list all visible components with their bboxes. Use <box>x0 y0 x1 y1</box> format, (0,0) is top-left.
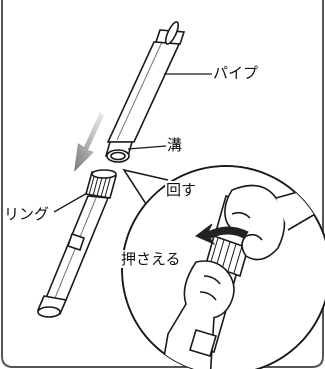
rotate-arrow-icon <box>195 223 249 246</box>
callout-pointer <box>122 168 169 205</box>
ring-label: リング <box>3 205 51 223</box>
turn-label: 回す <box>165 181 198 199</box>
direction-arrow-icon <box>74 112 104 172</box>
upper-pipe <box>104 21 186 163</box>
pipe-label: パイプ <box>212 64 260 82</box>
groove-label: 溝 <box>166 136 184 154</box>
groove-leader <box>127 145 167 150</box>
hold-label: 押さえる <box>120 250 182 268</box>
lower-pipe <box>36 169 118 318</box>
lower-hand <box>183 260 235 320</box>
